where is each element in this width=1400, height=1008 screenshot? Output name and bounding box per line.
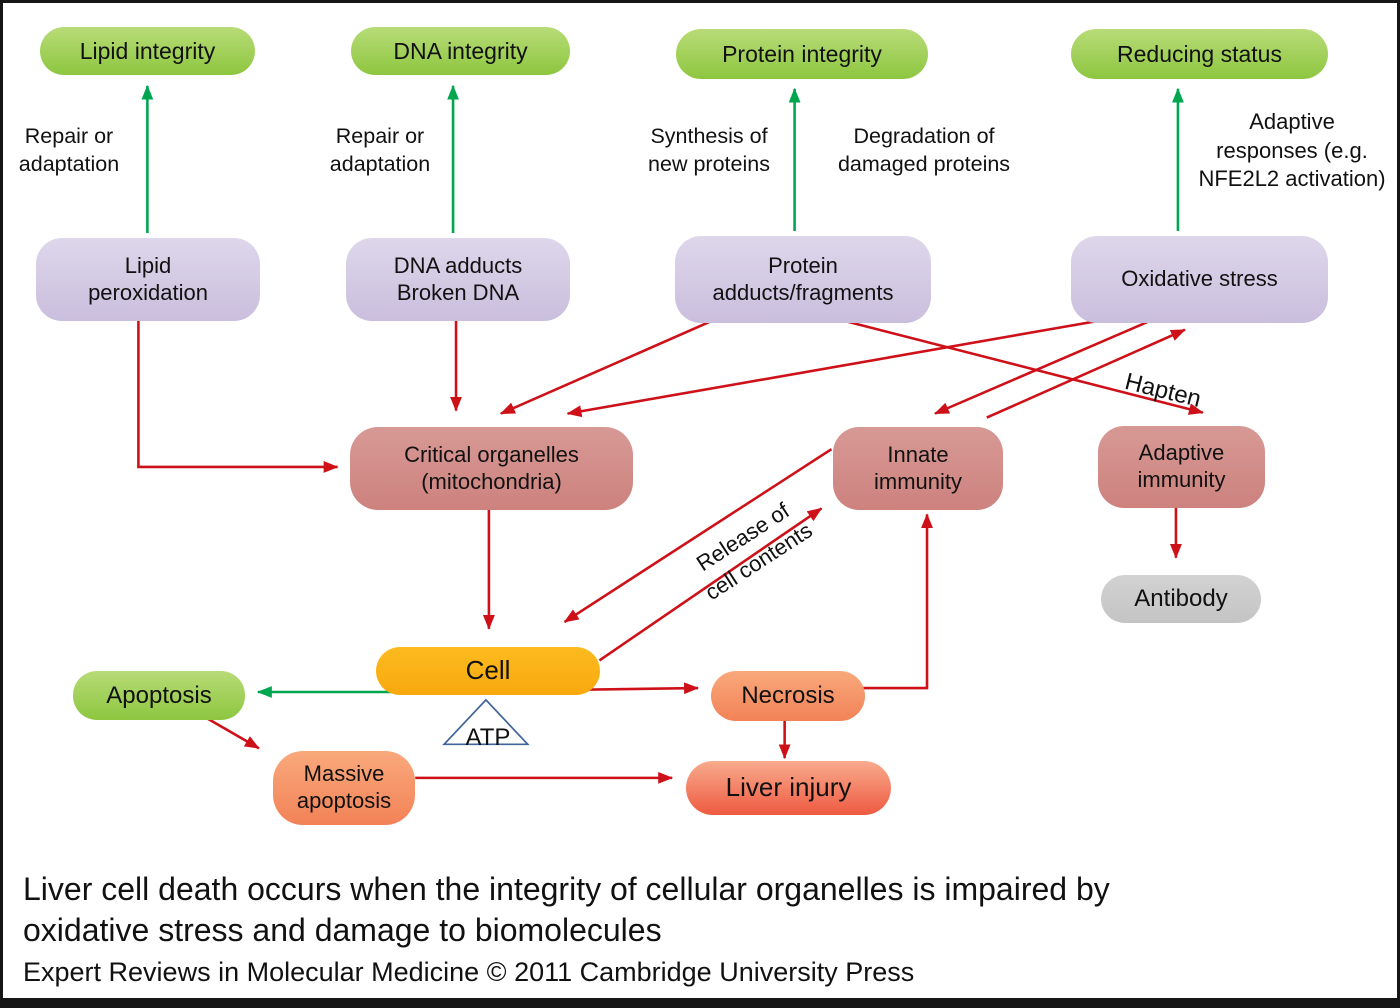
arrow-oxidative-stress-to-innate-immunity	[934, 319, 1151, 415]
node-protein-integrity: Protein integrity	[676, 29, 928, 79]
node-dna-integrity: DNA integrity	[351, 27, 570, 75]
node-adaptive-immunity: Adaptive immunity	[1098, 426, 1265, 508]
node-lipid-peroxidation: Lipid peroxidation	[36, 238, 260, 321]
node-liver-injury: Liver injury	[686, 761, 891, 815]
label-repair-adaptation-dna: Repair or adaptation	[329, 124, 431, 176]
arrow-cell-to-innate-immunity-release	[598, 507, 823, 662]
node-antibody: Antibody	[1101, 575, 1261, 623]
atp-triangle	[442, 698, 530, 746]
node-massive-apoptosis: Massive apoptosis	[273, 751, 415, 825]
arrow-protein-adducts-to-critical-organelles	[499, 319, 713, 415]
node-innate-immunity: Innate immunity	[833, 427, 1003, 510]
label-adaptive-responses: Adaptive responses (e.g. NFE2L2 activati…	[1198, 109, 1386, 192]
node-cell: Cell	[376, 647, 600, 695]
caption-credit: Expert Reviews in Molecular Medicine © 2…	[23, 957, 915, 987]
node-necrosis: Necrosis	[711, 671, 865, 721]
arrow-oxidative-stress-to-critical-organelles	[566, 319, 1099, 418]
node-lipid-integrity: Lipid integrity	[40, 27, 255, 75]
arrow-protein-adducts-to-adaptive-immunity-hapten	[844, 319, 1204, 415]
caption-title: Liver cell death occurs when the integri…	[23, 871, 1110, 948]
arrow-layer	[137, 84, 1204, 784]
node-dna-adducts: DNA adducts Broken DNA	[346, 238, 570, 321]
node-reducing-status: Reducing status	[1071, 29, 1328, 79]
atp-label: ATP	[465, 724, 511, 751]
node-protein-adducts: Protein adducts/fragments	[675, 236, 931, 323]
label-synthesis-new-proteins: Synthesis of new proteins	[648, 124, 770, 176]
node-critical-organelles: Critical organelles (mitochondria)	[350, 427, 633, 510]
label-repair-adaptation-lipid: Repair or adaptation	[18, 124, 120, 176]
arrow-innate-immunity-to-cell	[563, 448, 833, 623]
node-oxidative-stress: Oxidative stress	[1071, 236, 1328, 323]
arrow-innate-immunity-to-oxidative-stress	[986, 328, 1186, 419]
arrow-necrosis-to-innate-immunity	[863, 513, 933, 690]
arrow-lipid-peroxidation-to-critical-organelles	[137, 318, 339, 473]
label-degradation-damaged-proteins: Degradation of damaged proteins	[837, 124, 1011, 176]
node-apoptosis: Apoptosis	[73, 671, 245, 720]
